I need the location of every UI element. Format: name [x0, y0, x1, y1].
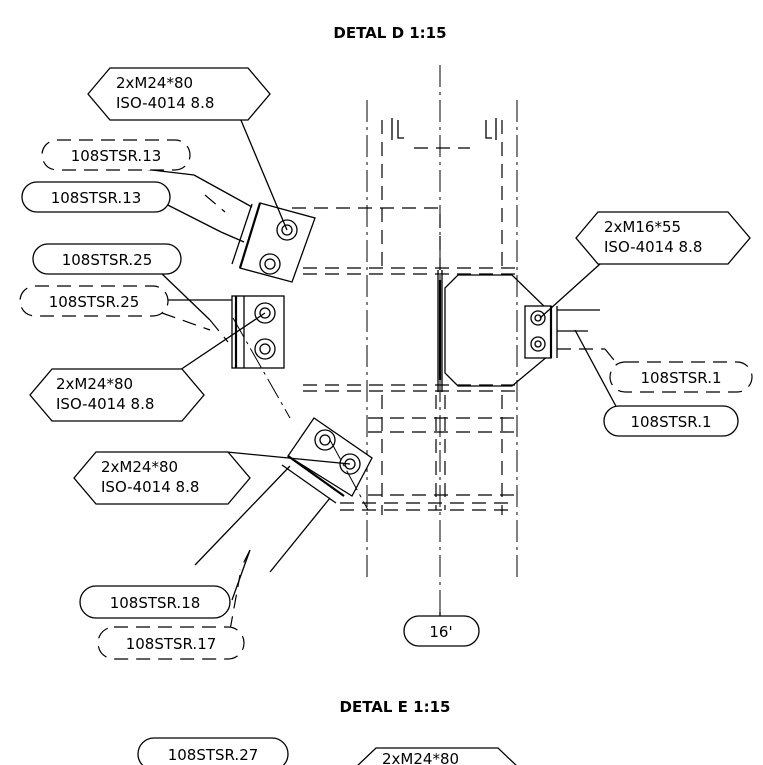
leader-lines: [134, 93, 619, 631]
grid-tag-label: 16': [429, 623, 452, 641]
detail-d-title: DETAL D 1:15: [333, 24, 446, 42]
member-tag-27-label: 108STSR.27: [168, 746, 259, 764]
member-tag-13-hidden-label: 108STSR.13: [71, 147, 162, 165]
member-tag-25-hidden-label: 108STSR.25: [49, 293, 140, 311]
member-tag-18: 108STSR.18: [79, 585, 231, 619]
member-tag-27: 108STSR.27: [137, 737, 289, 765]
member-tag-1-hidden: 108STSR.1: [609, 361, 753, 393]
member-tag-13-label: 108STSR.13: [51, 189, 142, 207]
bolt-callout-right-line1: 2xM16*55: [604, 218, 681, 236]
bolt-callout-top-left: 2xM24*80 ISO-4014 8.8: [87, 67, 271, 121]
bolt-callout-mid-left-line1: 2xM24*80: [56, 375, 133, 393]
member-tag-25-label: 108STSR.25: [62, 251, 153, 269]
connection-top-left: [193, 174, 316, 283]
bolt-callout-top-left-line1: 2xM24*80: [116, 74, 193, 92]
member-tag-1-label: 108STSR.1: [630, 413, 711, 431]
member-tag-1-hidden-label: 108STSR.1: [640, 369, 721, 387]
central-beam: [303, 267, 549, 392]
hidden-column-outline: [292, 118, 516, 515]
bolt-callout-detail-e: 2xM24*80: [357, 747, 517, 765]
bolt-callout-top-left-line2: ISO-4014 8.8: [116, 94, 214, 112]
member-tag-17-hidden-label: 108STSR.17: [126, 635, 217, 653]
bolt-callout-bottom-left: 2xM24*80 ISO-4014 8.8: [73, 451, 251, 505]
member-tag-18-label: 108STSR.18: [110, 594, 201, 612]
member-tag-25: 108STSR.25: [32, 243, 182, 275]
member-tag-13: 108STSR.13: [21, 181, 171, 213]
detail-e-title: DETAL E 1:15: [340, 698, 451, 716]
grid-tag: 16': [403, 615, 480, 647]
bolt-callout-bottom-left-line2: ISO-4014 8.8: [101, 478, 199, 496]
connection-right: [524, 305, 605, 359]
bolt-callout-mid-left: 2xM24*80 ISO-4014 8.8: [29, 368, 205, 422]
bolt-callout-mid-left-line2: ISO-4014 8.8: [56, 395, 154, 413]
bolt-callout-right-line2: ISO-4014 8.8: [604, 238, 702, 256]
member-tag-17-hidden: 108STSR.17: [97, 626, 245, 660]
bolt-callout-right: 2xM16*55 ISO-4014 8.8: [575, 211, 751, 265]
bolt-callout-detail-e-line1: 2xM24*80: [382, 750, 459, 765]
bolt-callout-bottom-left-line1: 2xM24*80: [101, 458, 178, 476]
member-tag-1: 108STSR.1: [603, 405, 739, 437]
member-tag-25-hidden: 108STSR.25: [19, 285, 169, 317]
connection-bottom-left: [194, 317, 373, 573]
member-tag-13-hidden: 108STSR.13: [41, 139, 191, 171]
